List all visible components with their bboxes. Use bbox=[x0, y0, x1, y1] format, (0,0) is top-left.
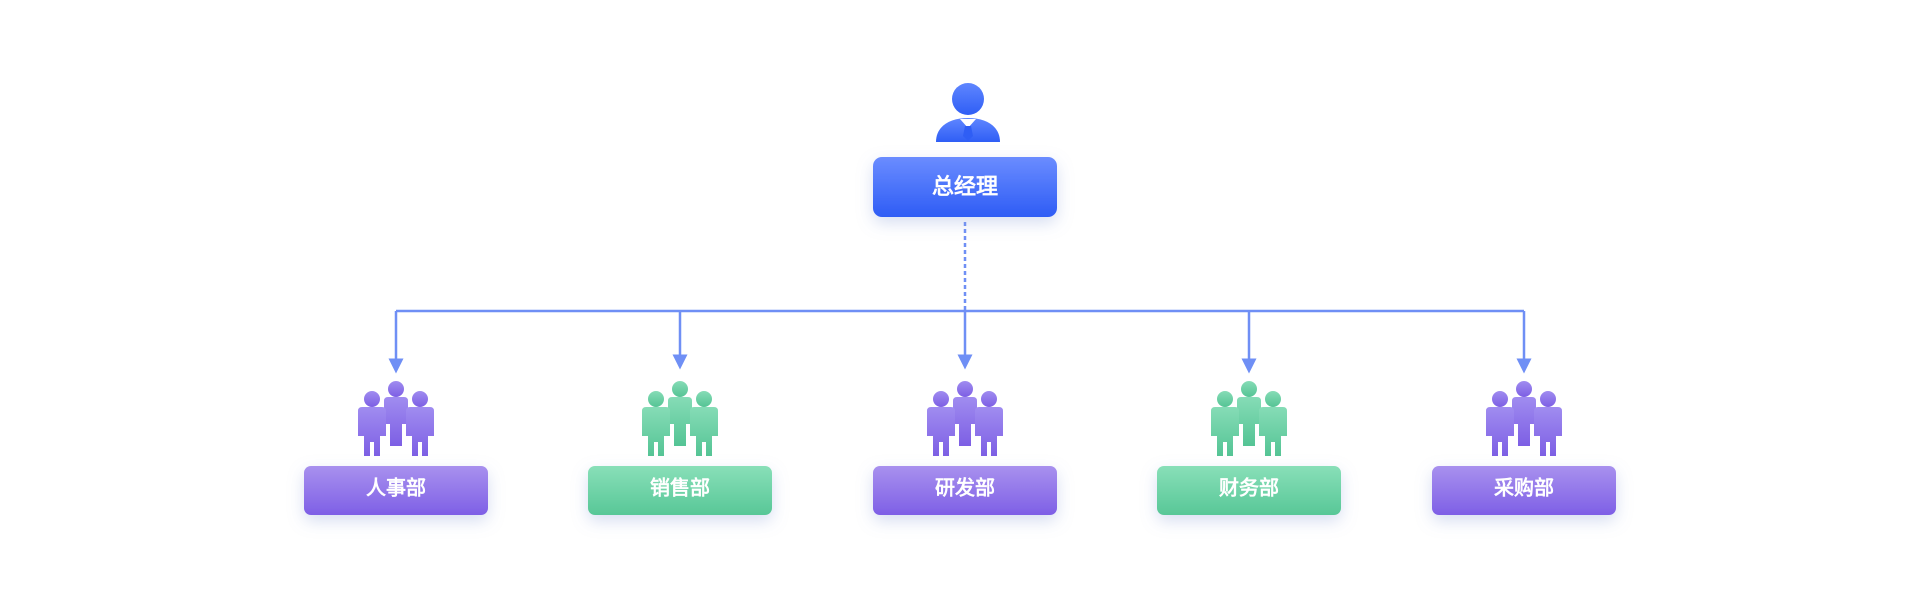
department-node-3[interactable]: 研发部 bbox=[873, 381, 1057, 515]
department-node-4[interactable]: 财务部 bbox=[1157, 381, 1341, 515]
department-label: 人事部 bbox=[366, 476, 426, 500]
department-label: 销售部 bbox=[650, 476, 710, 500]
department-box bbox=[1432, 466, 1616, 515]
department-box bbox=[304, 466, 488, 515]
manager-person-icon bbox=[936, 83, 1000, 142]
people-group-icon bbox=[358, 381, 434, 456]
department-node-2[interactable]: 销售部 bbox=[588, 381, 772, 515]
department-label: 采购部 bbox=[1494, 476, 1554, 500]
root-node[interactable]: 总经理 bbox=[873, 83, 1057, 217]
people-group-icon bbox=[642, 381, 718, 456]
department-node-5[interactable]: 采购部 bbox=[1432, 381, 1616, 515]
department-node-1[interactable]: 人事部 bbox=[304, 381, 488, 515]
connector-lines bbox=[388, 222, 1532, 374]
department-box bbox=[873, 466, 1057, 515]
department-box bbox=[1157, 466, 1341, 515]
people-group-icon bbox=[927, 381, 1003, 456]
root-box bbox=[873, 157, 1057, 217]
people-group-icon bbox=[1211, 381, 1287, 456]
department-box bbox=[588, 466, 772, 515]
root-label: 总经理 bbox=[932, 174, 998, 200]
department-label: 研发部 bbox=[935, 476, 995, 500]
people-group-icon bbox=[1486, 381, 1562, 456]
department-label: 财务部 bbox=[1219, 476, 1279, 500]
